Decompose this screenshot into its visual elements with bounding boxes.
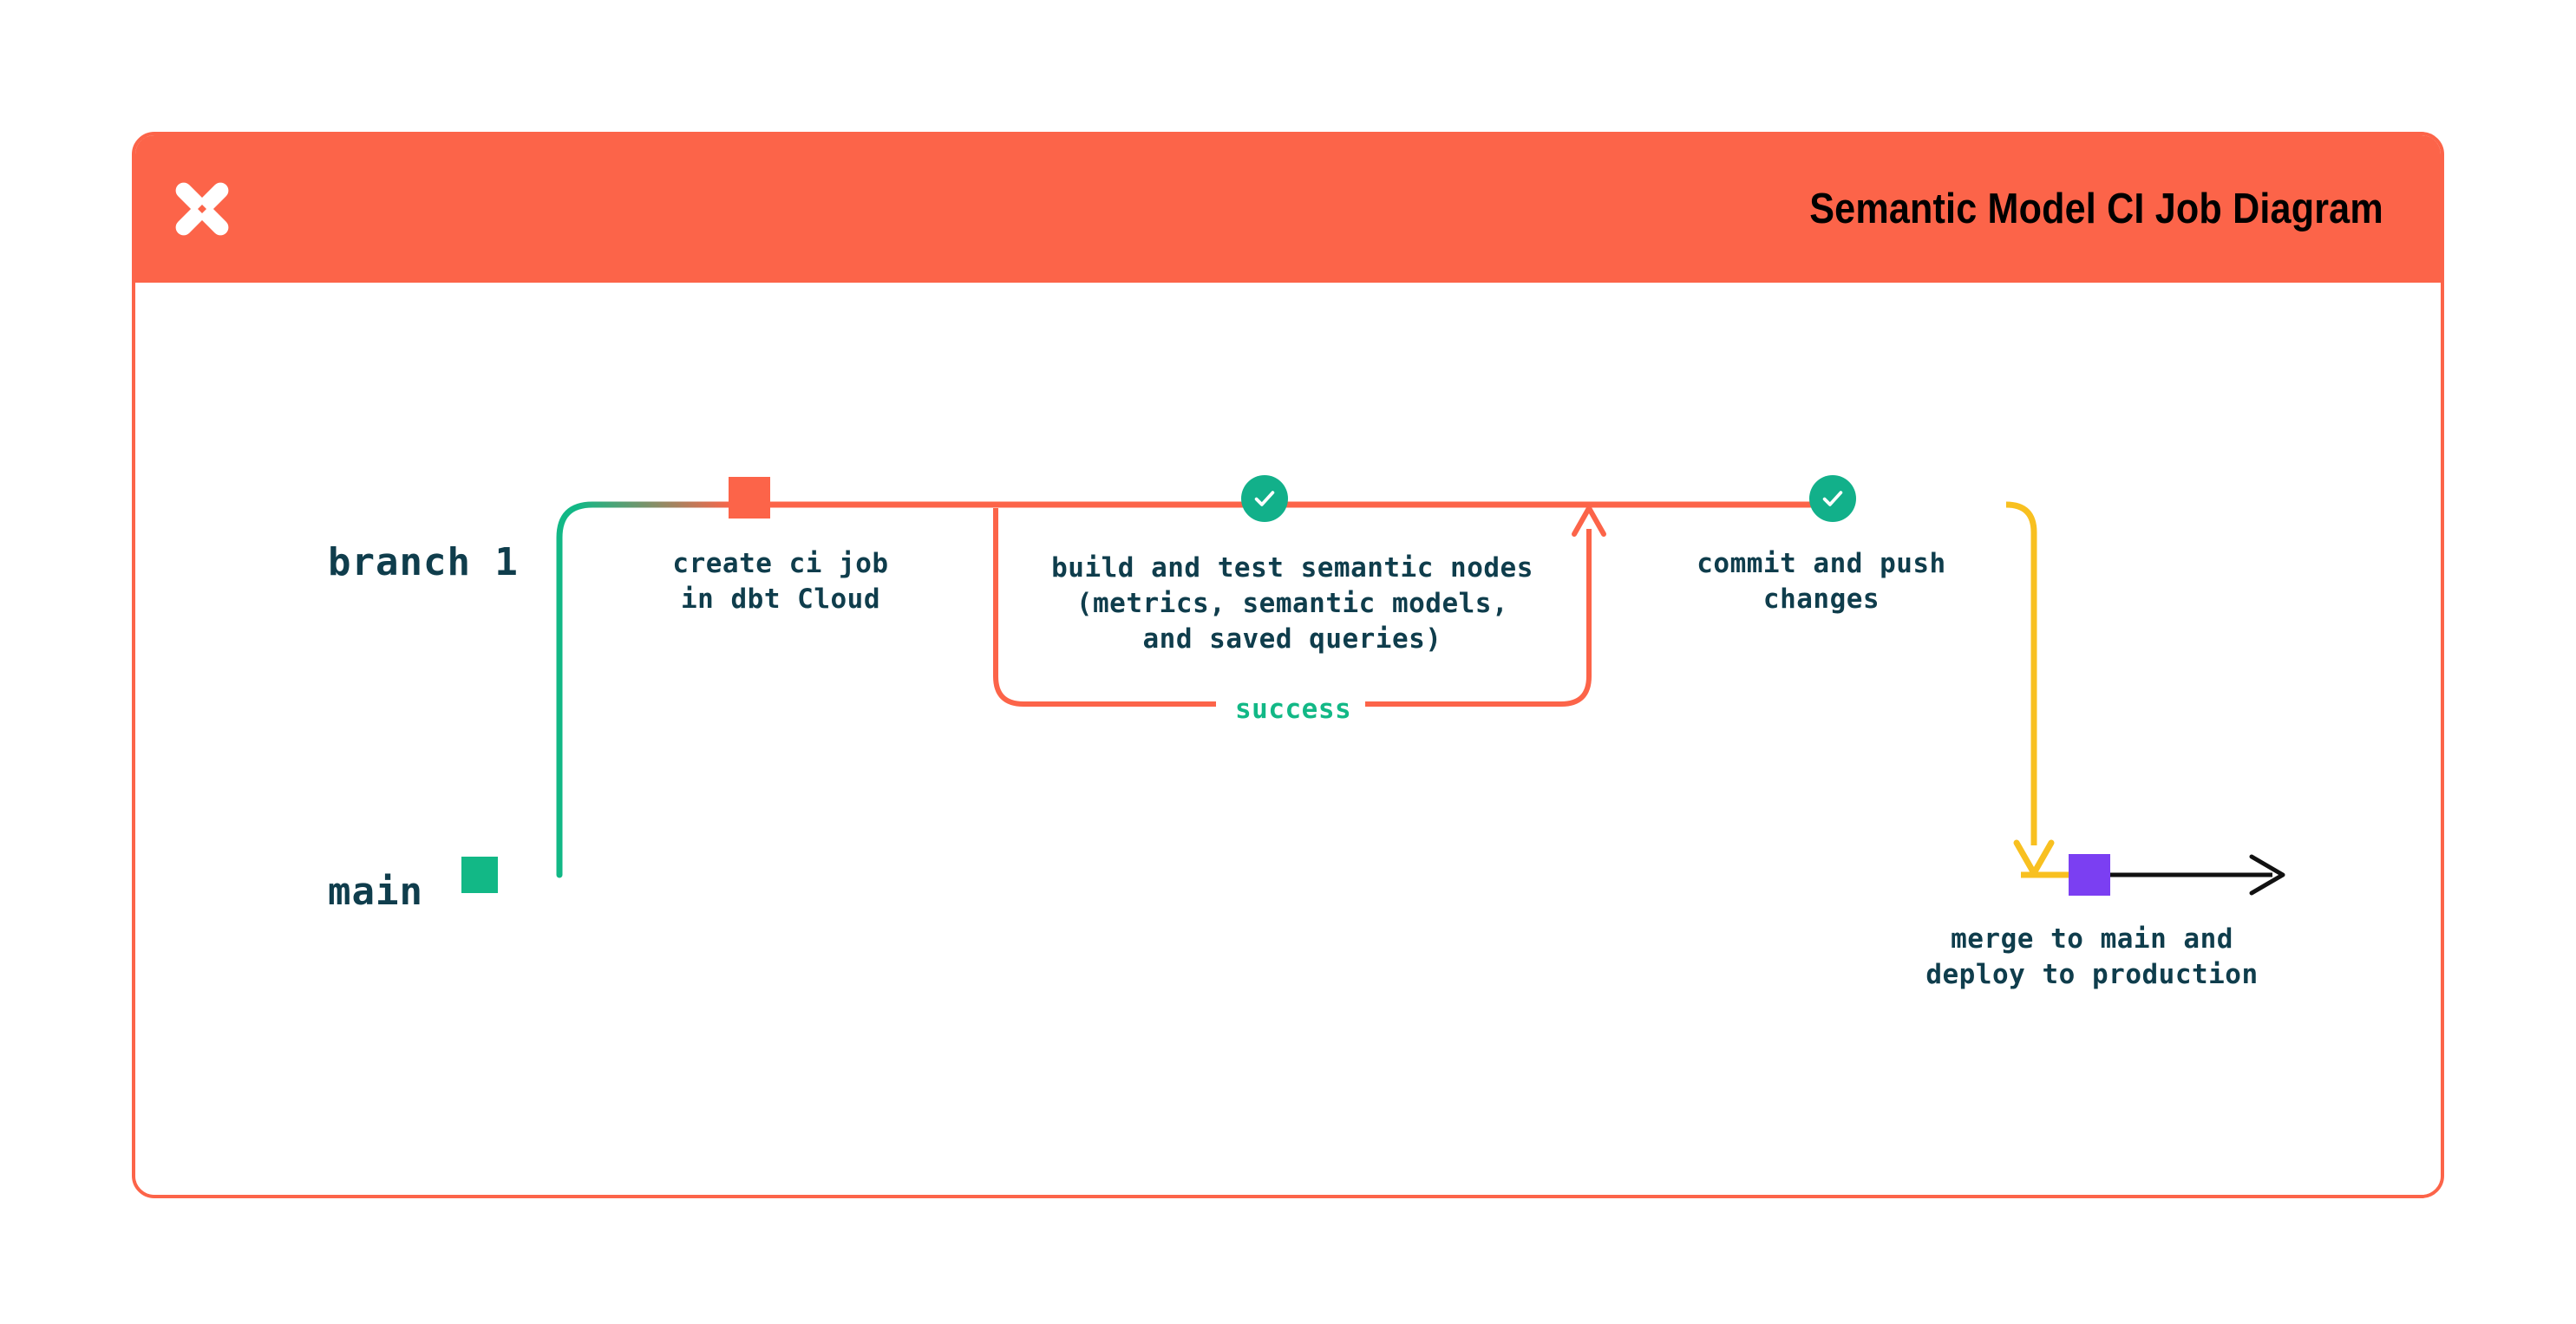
node-label-create-ci-job: create ci job in dbt Cloud — [672, 548, 889, 616]
card-header: Semantic Model CI Job Diagram — [135, 135, 2441, 283]
node-label-commit-and-push: commit and push changes — [1697, 548, 1946, 616]
build-and-test-check-circle-icon[interactable] — [1241, 475, 1288, 522]
branch-label-branch1: branch 1 — [328, 540, 519, 584]
page-title: Semantic Model CI Job Diagram — [1809, 186, 2383, 232]
card-body — [135, 283, 2441, 1195]
main-start-node-icon[interactable] — [461, 857, 498, 893]
dbt-logo-icon — [168, 175, 236, 243]
create-ci-job-node-icon[interactable] — [729, 477, 770, 519]
node-label-build-and-test: build and test semantic nodes (metrics, … — [1051, 552, 1533, 655]
success-loop-label: success — [1221, 694, 1366, 725]
branch-label-main: main — [328, 870, 423, 914]
node-label-merge-to-main: merge to main and deploy to production — [1925, 923, 2259, 991]
commit-and-push-check-circle-icon[interactable] — [1809, 475, 1856, 522]
merge-to-main-node-icon[interactable] — [2069, 854, 2110, 896]
diagram-card: Semantic Model CI Job Diagram — [132, 132, 2444, 1198]
